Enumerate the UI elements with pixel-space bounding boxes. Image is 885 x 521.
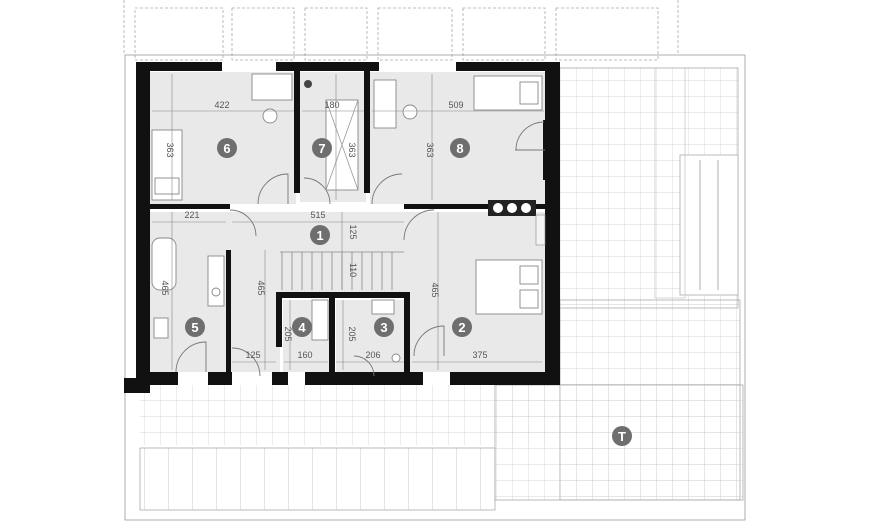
dim-room6-depth: 363 [165, 142, 175, 157]
dim-room4-width: 160 [297, 350, 312, 360]
dim-room8-depth: 363 [425, 142, 435, 157]
roof-overhang-outline [123, 0, 679, 61]
room-badge-6: 6 [217, 138, 237, 158]
room-badge-8: 8 [450, 138, 470, 158]
dim-room8-width: 509 [448, 100, 463, 110]
svg-text:3: 3 [380, 320, 387, 335]
room-badge-5: 5 [185, 317, 205, 337]
room-badge-2: 2 [452, 317, 472, 337]
dim-stair-depth: 110 [348, 263, 358, 277]
dim-room6-width: 422 [214, 100, 229, 110]
dim-room7-depth: 363 [347, 142, 357, 157]
svg-text:5: 5 [191, 320, 198, 335]
dimension-lines [152, 74, 544, 370]
dim-hall-depth-left: 465 [256, 280, 266, 295]
svg-text:8: 8 [456, 141, 463, 156]
dim-room2-width: 375 [472, 350, 487, 360]
dim-hall-width: 515 [310, 210, 325, 220]
svg-text:1: 1 [316, 228, 323, 243]
dim-room7-width: 180 [324, 100, 339, 110]
dim-room3-width: 206 [365, 350, 380, 360]
svg-text:7: 7 [318, 141, 325, 156]
svg-text:6: 6 [223, 141, 230, 156]
svg-text:2: 2 [458, 320, 465, 335]
room-badges: 6 7 8 1 5 4 3 2 [185, 138, 632, 446]
room-badge-3: 3 [374, 317, 394, 337]
terrace-outline [124, 54, 746, 521]
room-badge-1: 1 [310, 225, 330, 245]
furniture [151, 73, 546, 363]
dim-hall-bottom-width: 125 [245, 350, 260, 360]
dim-hall-depth-top: 125 [348, 224, 358, 239]
room-badge-7: 7 [312, 138, 332, 158]
dim-room5-depth: 465 [160, 280, 170, 295]
dimension-labels: 422 180 509 363 363 363 221 515 125 110 … [160, 100, 488, 360]
door-swings [175, 121, 545, 377]
dim-room5-width: 221 [184, 210, 199, 220]
dim-room2-depth: 465 [430, 282, 440, 297]
room-badge-terrace: T [612, 426, 632, 446]
dim-room3-depth: 205 [347, 326, 357, 341]
room-badge-4: 4 [292, 317, 312, 337]
walls [124, 62, 560, 393]
svg-text:T: T [618, 429, 626, 444]
svg-text:4: 4 [298, 320, 306, 335]
dim-room4-depth: 205 [283, 326, 293, 341]
